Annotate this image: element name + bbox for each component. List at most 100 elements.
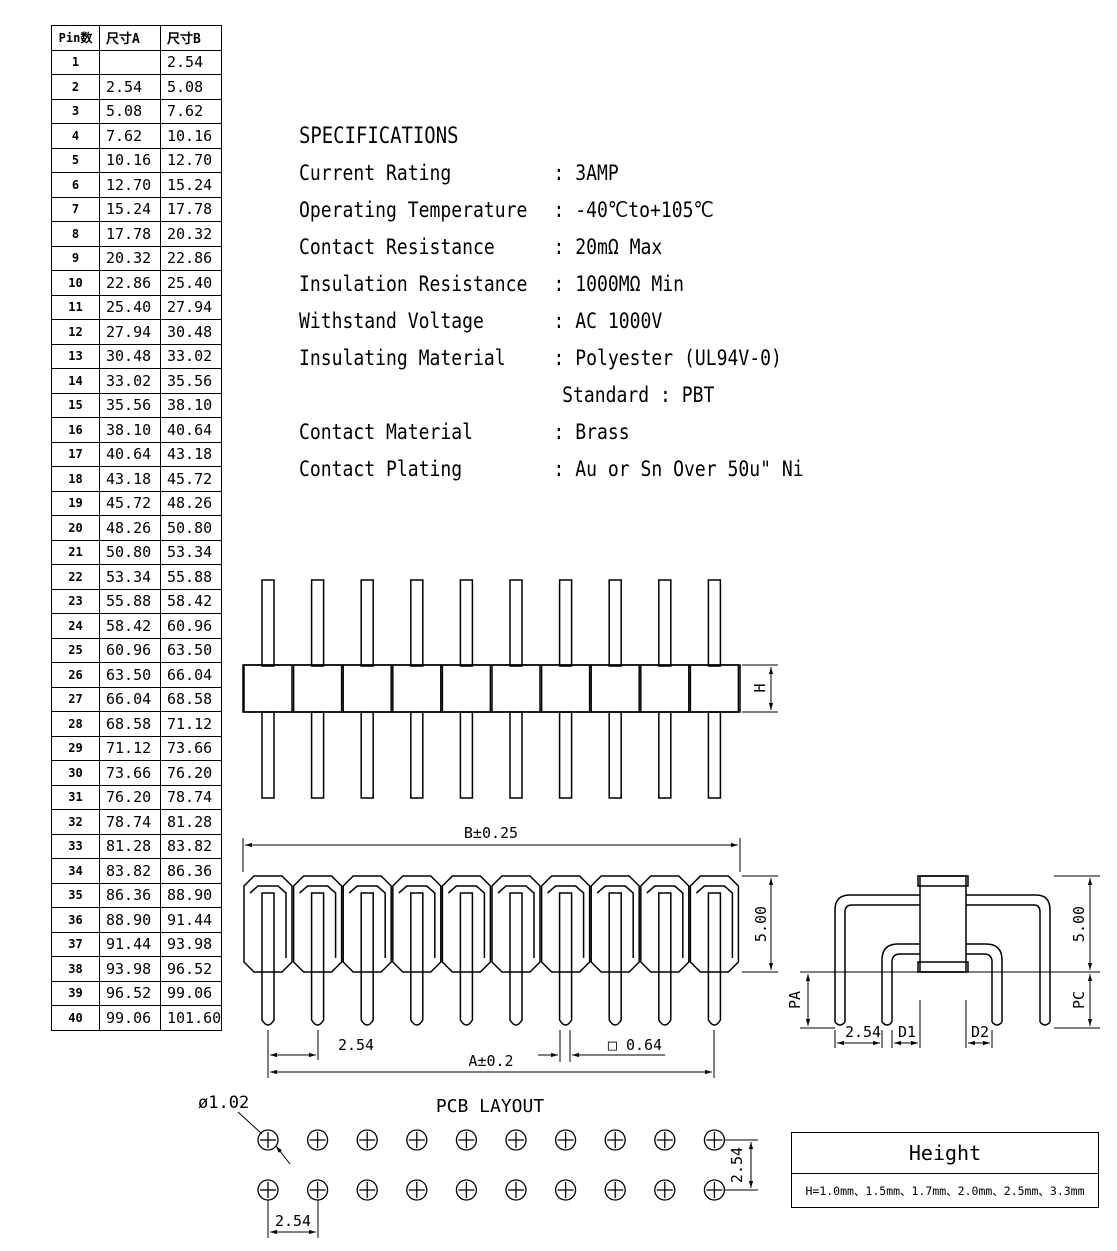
- size-b-cell: 17.78: [159, 196, 223, 222]
- size-b-cell: 66.04: [159, 662, 223, 688]
- size-b-cell: 71.12: [159, 711, 223, 737]
- a-dimension: [270, 1030, 715, 1078]
- housing-slot: [596, 885, 634, 958]
- spec-row: Insulation Resistance: 1000MΩ Min: [299, 266, 804, 303]
- d2-label: D2: [971, 1023, 989, 1041]
- size-a-cell: 81.28: [99, 833, 161, 859]
- pcb-hole: [505, 1129, 527, 1151]
- pin-tail: [509, 892, 523, 1026]
- size-b-cell: 38.10: [159, 392, 223, 418]
- size-b-cell: 22.86: [159, 245, 223, 271]
- header-pin-count: Pin数: [51, 25, 100, 51]
- pcb-hole: [306, 1129, 329, 1151]
- size-a-cell: 93.98: [99, 956, 161, 982]
- size-b-cell: 73.66: [159, 735, 223, 761]
- size-a-cell: 7.62: [99, 123, 161, 149]
- front-view: [242, 579, 741, 799]
- pin-tail: [459, 892, 474, 1026]
- pin-lower: [558, 711, 573, 799]
- size-a-cell: 91.44: [99, 931, 161, 957]
- insulator-segment: [243, 664, 293, 713]
- housing-cell: [243, 875, 293, 973]
- size-b-cell: 99.06: [159, 980, 223, 1006]
- size-a-cell: 15.24: [99, 196, 161, 222]
- height-options-box: Height H=1.0mm、1.5mm、1.7mm、2.0mm、2.5mm、3…: [791, 1132, 1099, 1208]
- size-a-cell: 20.32: [99, 245, 161, 271]
- housing-cell: [540, 875, 591, 973]
- pcb-hole: [554, 1179, 577, 1201]
- pcb-hole: [356, 1129, 378, 1151]
- size-b-cell: 33.02: [159, 343, 223, 369]
- pin-count-cell: 34: [51, 858, 100, 884]
- size-b-cell: 5.08: [159, 74, 223, 100]
- size-b-cell: 40.64: [159, 417, 223, 443]
- pin-count-cell: 13: [51, 343, 100, 369]
- housing-slot: [497, 885, 535, 958]
- b-tolerance-label: B±0.25: [464, 824, 518, 842]
- size-a-cell: 63.50: [99, 662, 161, 688]
- size-b-cell: 12.70: [159, 147, 223, 173]
- size-a-cell: 99.06: [99, 1005, 161, 1031]
- size-a-cell: 76.20: [99, 784, 161, 810]
- insulator-segment: [540, 664, 591, 713]
- pcb-hole: [356, 1179, 378, 1201]
- spec-value: : 20mΩ Max: [553, 235, 663, 259]
- size-a-cell: 40.64: [99, 441, 161, 467]
- pin-count-cell: 27: [51, 686, 100, 712]
- pin-upper: [558, 579, 573, 667]
- pin-tail: [310, 892, 325, 1026]
- pin-upper: [608, 579, 622, 667]
- housing-slot: [249, 885, 287, 958]
- pin-size-label: □ 0.64: [608, 1036, 662, 1054]
- size-b-cell: 101.60: [159, 1005, 223, 1031]
- top-view: [243, 875, 740, 1026]
- size-a-cell: 27.94: [99, 319, 161, 345]
- size-b-cell: 58.42: [159, 588, 223, 614]
- spec-label: Contact Resistance: [299, 235, 495, 259]
- spec-value: : AC 1000V: [553, 309, 663, 333]
- spec-label: Insulating Material: [299, 346, 506, 370]
- housing-slot: [348, 885, 386, 958]
- housing-slot: [695, 885, 734, 958]
- spec-label: Contact Plating: [299, 457, 463, 481]
- housing-cell: [640, 875, 690, 973]
- spec-value: : 1000MΩ Min: [553, 272, 685, 296]
- spec-row: Contact Material: Brass: [299, 414, 804, 451]
- spec-label: Current Rating: [299, 161, 452, 185]
- size-a-cell: 96.52: [99, 980, 161, 1006]
- hole-diameter-label: ø1.02: [198, 1093, 249, 1113]
- size-a-cell: 2.54: [99, 74, 161, 100]
- height-title: Height: [792, 1133, 1098, 1174]
- pcb-hole: [505, 1179, 527, 1201]
- size-b-cell: 45.72: [159, 466, 223, 492]
- housing-cell: [590, 875, 640, 973]
- pcb-layout-title: PCB LAYOUT: [436, 1096, 545, 1117]
- pin-count-cell: 3: [51, 98, 100, 124]
- size-b-cell: 76.20: [159, 760, 223, 786]
- side-view: [834, 875, 1051, 1026]
- pin-tail: [608, 892, 622, 1026]
- size-b-cell: 88.90: [159, 882, 223, 908]
- size-b-cell: 10.16: [159, 123, 223, 149]
- size-b-cell: 48.26: [159, 490, 223, 516]
- header-size-a: 尺寸A: [99, 25, 161, 51]
- size-b-cell: 93.98: [159, 931, 223, 957]
- housing-slot: [547, 885, 585, 958]
- size-b-cell: 20.32: [159, 221, 223, 247]
